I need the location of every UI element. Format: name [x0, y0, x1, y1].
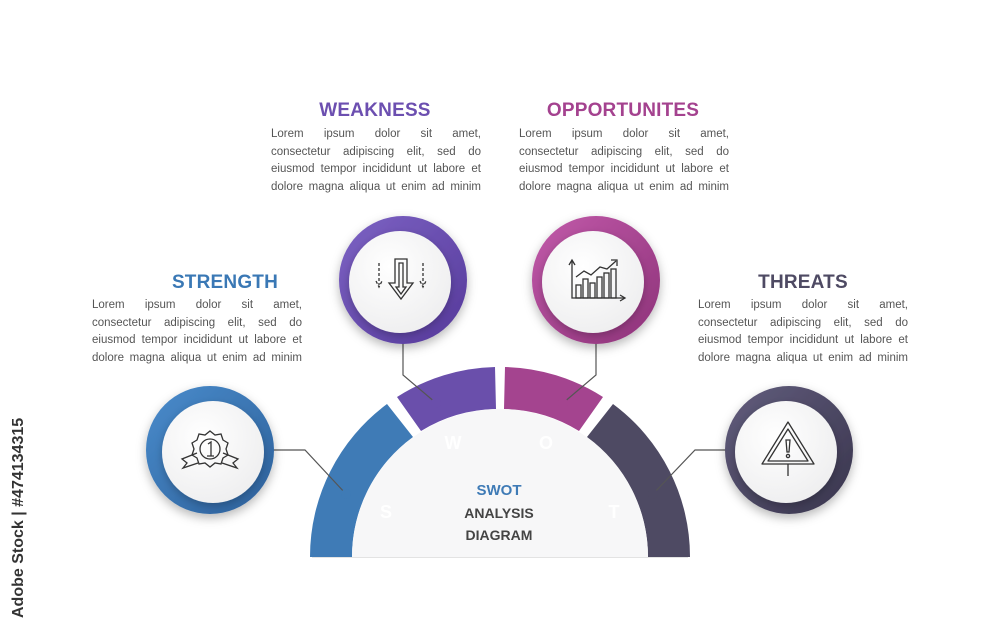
- down-arrow-icon: [375, 258, 427, 301]
- segment-letter-o: O: [539, 433, 553, 453]
- opportunities-badge: [532, 216, 660, 344]
- strength-line-3: eiusmod tempor incididunt ut labore et: [92, 334, 302, 346]
- opportunities-line-1: Lorem ipsum dolor sit amet,: [519, 128, 729, 140]
- weakness-line-1: Lorem ipsum dolor sit amet,: [271, 128, 481, 140]
- strength-line-2: consectetur adipiscing elit, sed do: [92, 316, 302, 329]
- threats-line-1: Lorem ipsum dolor sit amet,: [698, 299, 908, 311]
- threats-line-4: dolore magna aliqua ut enim ad minim: [698, 351, 908, 364]
- center-subtitle-2: DIAGRAM: [466, 527, 533, 543]
- opportunities-line-4: dolore magna aliqua ut enim ad minim: [519, 180, 729, 193]
- weakness-line-4: dolore magna aliqua ut enim ad minim: [271, 180, 481, 193]
- segment-letter-w: W: [445, 433, 462, 453]
- segment-w: [397, 367, 496, 431]
- connector-dot-opportunities: [558, 398, 568, 408]
- segment-letter-t: T: [609, 502, 620, 522]
- threats-title: THREATS: [758, 272, 848, 293]
- center-subtitle-1: ANALYSIS: [464, 505, 534, 521]
- connector-strength: [272, 449, 347, 495]
- connector-dot-strength: [341, 489, 351, 499]
- weakness-description: Lorem ipsum dolor sit amet, consectetur …: [271, 126, 481, 196]
- growth-chart-icon: [568, 258, 627, 302]
- connector-opportunities: [562, 340, 597, 404]
- strength-badge: [146, 386, 274, 514]
- segment-letter-s: S: [380, 502, 392, 522]
- connector-dot-threats: [648, 489, 658, 499]
- strength-line-4: dolore magna aliqua ut enim ad minim: [92, 351, 302, 364]
- strength-line-1: Lorem ipsum dolor sit amet,: [92, 299, 302, 311]
- threats-line-2: consectetur adipiscing elit, sed do: [698, 316, 908, 329]
- strength-title: STRENGTH: [171, 272, 279, 293]
- weakness-line-3: eiusmod tempor incididunt ut labore et: [271, 163, 481, 175]
- weakness-line-2: consectetur adipiscing elit, sed do: [271, 145, 481, 158]
- medal-icon: [180, 430, 240, 470]
- segment-s: [309, 404, 413, 557]
- stock-watermark: Adobe Stock | #474134315: [10, 398, 32, 618]
- segment-o: [504, 367, 603, 431]
- stock-watermark-text: Adobe Stock | #474134315: [10, 417, 27, 618]
- center-disc: [352, 409, 648, 557]
- segment-t: [587, 404, 691, 557]
- opportunities-title: OPPORTUNITES: [546, 100, 700, 121]
- connector-dot-weakness: [431, 398, 441, 408]
- threats-description: Lorem ipsum dolor sit amet, consectetur …: [698, 297, 908, 367]
- threats-line-3: eiusmod tempor incididunt ut labore et: [698, 334, 908, 346]
- opportunities-line-3: eiusmod tempor incididunt ut labore et: [519, 163, 729, 175]
- threats-badge: [725, 386, 853, 514]
- opportunities-line-2: consectetur adipiscing elit, sed do: [519, 145, 729, 158]
- weakness-title: WEAKNESS: [319, 100, 431, 121]
- connector-weakness: [402, 340, 437, 404]
- opportunities-description: Lorem ipsum dolor sit amet, consectetur …: [519, 126, 729, 196]
- warning-sign-icon: [761, 421, 815, 476]
- center-title: SWOT: [477, 482, 522, 499]
- connector-threats: [652, 449, 728, 495]
- weakness-badge: [339, 216, 467, 344]
- strength-description: Lorem ipsum dolor sit amet, consectetur …: [92, 297, 302, 367]
